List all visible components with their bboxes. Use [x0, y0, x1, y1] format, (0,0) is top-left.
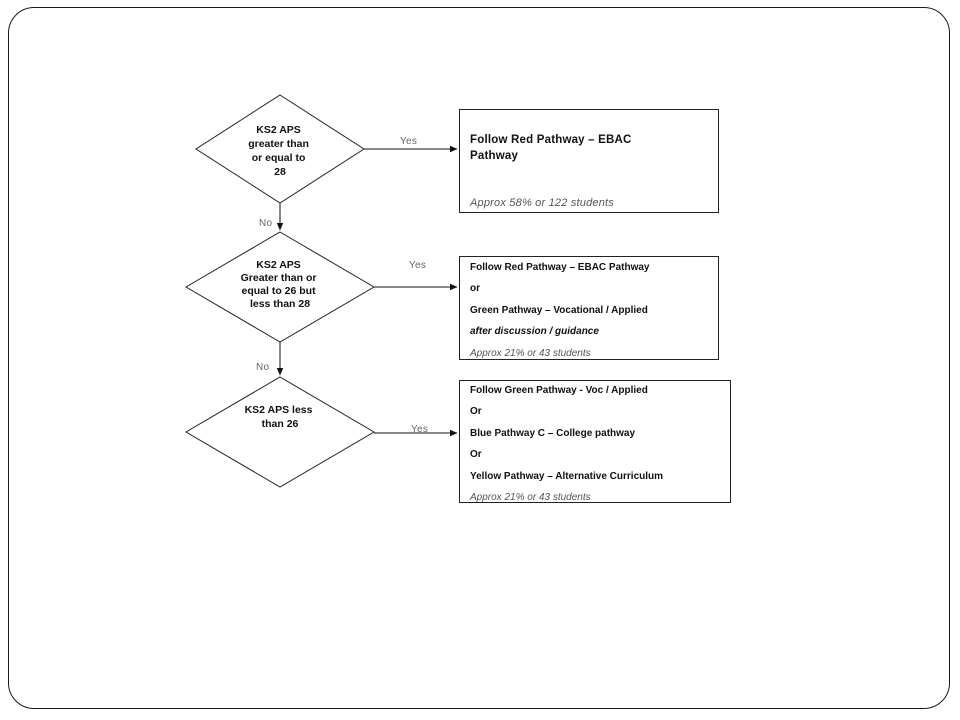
outcome-3-line-2: Or: [470, 406, 482, 418]
outcome-1-title-line-1: Follow Red Pathway – EBAC: [470, 134, 632, 146]
decision-1-line-1: KS2 APS: [256, 124, 301, 136]
outcome-2-line-2: or: [470, 283, 480, 295]
outcome-3-line-1: Follow Green Pathway - Voc / Applied: [470, 385, 648, 396]
outcome-1-title-line-2: Pathway: [470, 150, 519, 162]
decision-2-line-4: less than 28: [250, 298, 310, 310]
decision-2-text: KS2 APS Greater than or equal to 26 but …: [241, 259, 320, 310]
decision-2-line-2: Greater than or: [241, 272, 317, 284]
yes-3-label: Yes: [411, 424, 428, 435]
outcome-2-note: after discussion / guidance: [470, 326, 599, 338]
decision-1-text: KS2 APS greater than or equal to 28: [248, 124, 312, 178]
outcome-3-line-3: Blue Pathway C – College pathway: [470, 427, 636, 439]
decision-2-line-3: equal to 26 but: [241, 285, 316, 297]
no-1-label: No: [259, 218, 273, 229]
yes-1-label: Yes: [400, 136, 417, 147]
outcome-3-approx: Approx 21% or 43 students: [470, 491, 591, 503]
decision-3-diamond: [185, 376, 375, 488]
decision-3-line-1: KS2 APS less: [245, 404, 313, 416]
outcome-2-line-1: Follow Red Pathway – EBAC Pathway: [470, 262, 650, 273]
decision-1-line-3: or equal to: [252, 152, 306, 164]
outcome-2-approx: Approx 21% or 43 students: [470, 347, 591, 359]
decision-1-line-2: greater than: [248, 138, 309, 150]
outcome-3-line-4: Or: [470, 449, 482, 461]
yes-2-label: Yes: [409, 260, 426, 271]
outcome-3-box: Follow Green Pathway - Voc / Applied Or …: [459, 380, 731, 503]
outcome-1-approx: Approx 58% or 122 students: [470, 197, 615, 209]
outcome-1-box: Follow Red Pathway – EBAC Pathway Approx…: [459, 109, 719, 213]
decision-2-line-1: KS2 APS: [256, 259, 301, 271]
decision-3-text: KS2 APS less than 26: [245, 404, 316, 430]
no-2-label: No: [256, 362, 270, 373]
decision-3-line-2: than 26: [262, 418, 299, 430]
outcome-2-line-3: Green Pathway – Vocational / Applied: [470, 304, 648, 316]
slide-frame: [8, 7, 950, 709]
decision-1-line-4: 28: [274, 166, 286, 178]
outcome-3-line-5: Yellow Pathway – Alternative Curriculum: [470, 470, 664, 482]
outcome-2-box: Follow Red Pathway – EBAC Pathway or Gre…: [459, 256, 719, 360]
